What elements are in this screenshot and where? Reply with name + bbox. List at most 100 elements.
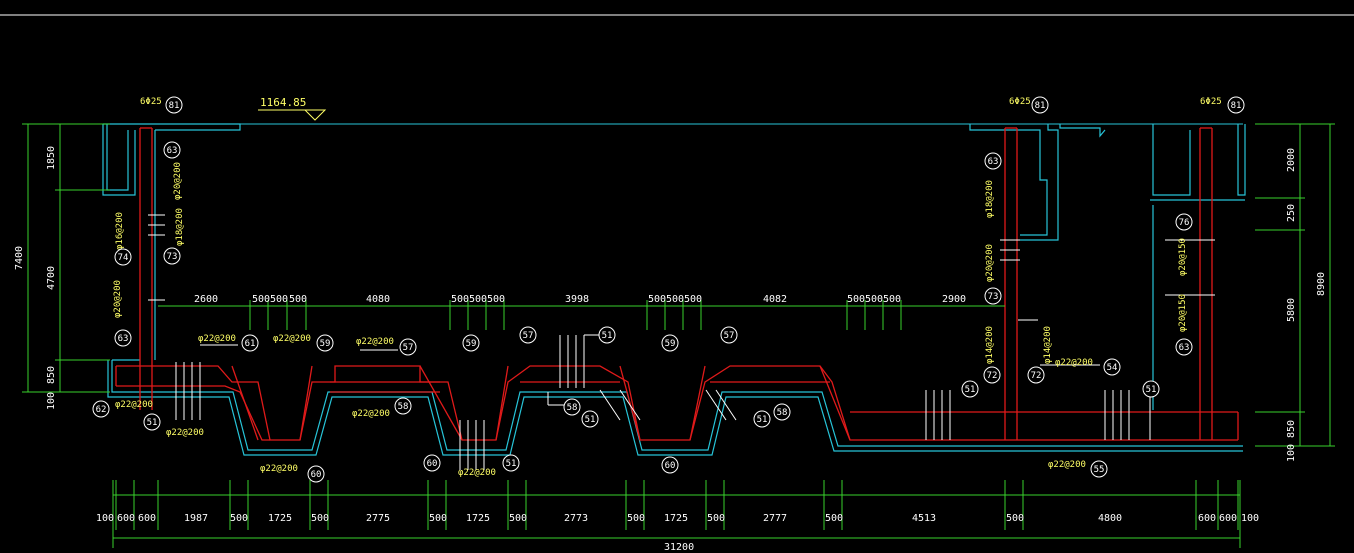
callout-circle: 57 xyxy=(399,338,417,356)
rebar-label: φ20@200 xyxy=(985,244,995,282)
callout-circle: 73 xyxy=(163,247,181,265)
svg-text:51: 51 xyxy=(602,331,613,341)
svg-text:63: 63 xyxy=(1179,343,1190,353)
svg-text:60: 60 xyxy=(665,461,676,471)
svg-text:74: 74 xyxy=(118,253,129,263)
dim-bottom: 100 xyxy=(1241,513,1259,524)
callout-circle: 60 xyxy=(661,456,679,474)
dim-top: 3998 xyxy=(565,294,589,305)
svg-text:81: 81 xyxy=(1035,101,1046,111)
rebar-label: φ22@200 xyxy=(166,428,204,438)
dim-total: 31200 xyxy=(664,542,694,553)
dim-bottom: 1725 xyxy=(268,513,292,524)
dimension-lines xyxy=(22,123,1335,548)
svg-text:73: 73 xyxy=(988,292,999,302)
callout-circle: 72 xyxy=(983,366,1001,384)
dim-bottom: 100 xyxy=(96,513,114,524)
callout-circle: 72 xyxy=(1027,366,1045,384)
concrete-outline xyxy=(102,123,1246,456)
svg-text:51: 51 xyxy=(585,415,596,425)
rebar-label: φ22@200 xyxy=(1048,460,1086,470)
dim-left-upper: 1850 xyxy=(46,146,57,170)
rebar-label: φ20@200 xyxy=(113,280,123,318)
dim-top: 500 xyxy=(270,294,288,305)
dim-top: 500 xyxy=(252,294,270,305)
top-dimension-text: 2600 500 500 500 4080 500 500 500 3998 5… xyxy=(194,294,966,305)
rebar-label: φ20@150 xyxy=(1178,238,1188,276)
dim-bottom: 1725 xyxy=(664,513,688,524)
rebar-label: φ22@200 xyxy=(458,468,496,478)
rebar-label: φ20@150 xyxy=(1178,294,1188,332)
dim-top: 4082 xyxy=(763,294,787,305)
dim-bottom: 4513 xyxy=(912,513,936,524)
rebar-label: φ22@200 xyxy=(198,334,236,344)
callout-circle: 81 xyxy=(1031,96,1049,114)
callout-circle: 58 xyxy=(563,398,581,416)
dim-bottom: 1987 xyxy=(184,513,208,524)
dim-bottom: 600 xyxy=(1219,513,1237,524)
svg-text:63: 63 xyxy=(167,146,178,156)
callout-circle: 58 xyxy=(773,403,791,421)
callout-circle: 74 xyxy=(114,248,132,266)
rebar-label: φ22@200 xyxy=(1055,358,1093,368)
dim-bottom: 500 xyxy=(509,513,527,524)
dim-top: 500 xyxy=(865,294,883,305)
svg-text:51: 51 xyxy=(757,415,768,425)
rebar-label: φ16@200 xyxy=(115,212,125,250)
dim-bottom: 500 xyxy=(825,513,843,524)
dim-top: 500 xyxy=(451,294,469,305)
svg-text:61: 61 xyxy=(245,339,256,349)
dim-right-upper: 2000 xyxy=(1286,148,1297,172)
callout-circle: 51 xyxy=(753,410,771,428)
dim-left-outer: 7400 xyxy=(14,246,25,270)
svg-text:63: 63 xyxy=(988,157,999,167)
rebar-label: φ22@200 xyxy=(115,400,153,410)
callout-circle: 73 xyxy=(984,287,1002,305)
svg-text:54: 54 xyxy=(1107,363,1118,373)
dim-bottom: 500 xyxy=(230,513,248,524)
dim-top: 2900 xyxy=(942,294,966,305)
svg-text:51: 51 xyxy=(965,385,976,395)
svg-text:59: 59 xyxy=(320,339,331,349)
svg-text:60: 60 xyxy=(311,470,322,480)
elevation-marker: 1164.85 xyxy=(258,96,327,121)
callout-circle: 60 xyxy=(423,454,441,472)
dim-right-middle: 5800 xyxy=(1286,298,1297,322)
rebar-label: 6Φ25 xyxy=(1009,97,1031,107)
dim-left-base: 100 xyxy=(46,392,57,410)
dim-left-middle: 4700 xyxy=(46,266,57,290)
callout-circle: 63 xyxy=(1175,338,1193,356)
left-dimension-text: 7400 1850 4700 850 100 xyxy=(14,146,57,410)
callout-circle: 51 xyxy=(1142,380,1160,398)
svg-text:57: 57 xyxy=(403,343,414,353)
rebar-label: φ18@200 xyxy=(175,208,185,246)
callout-circle: 51 xyxy=(961,380,979,398)
bottom-dimension-text: 100 600 600 1987 500 1725 500 2775 500 1… xyxy=(96,513,1259,553)
callout-circle: 63 xyxy=(163,141,181,159)
svg-text:57: 57 xyxy=(523,331,534,341)
dim-bottom: 500 xyxy=(707,513,725,524)
dim-top: 500 xyxy=(289,294,307,305)
rebar-label: φ22@200 xyxy=(352,409,390,419)
dim-bottom: 500 xyxy=(311,513,329,524)
dim-top: 500 xyxy=(883,294,901,305)
dim-top: 4080 xyxy=(366,294,390,305)
dim-top: 500 xyxy=(666,294,684,305)
callout-circle: 57 xyxy=(519,326,537,344)
dim-top: 500 xyxy=(469,294,487,305)
rebar-label: φ22@200 xyxy=(273,334,311,344)
svg-text:60: 60 xyxy=(427,459,438,469)
callout-circle: 59 xyxy=(316,334,334,352)
callout-circle: 81 xyxy=(1227,96,1245,114)
dim-bottom: 4800 xyxy=(1098,513,1122,524)
svg-text:72: 72 xyxy=(987,371,998,381)
dim-bottom: 2777 xyxy=(763,513,787,524)
svg-text:73: 73 xyxy=(167,252,178,262)
svg-text:51: 51 xyxy=(1146,385,1157,395)
callout-circle: 54 xyxy=(1103,358,1121,376)
callout-circle: 51 xyxy=(581,410,599,428)
svg-text:59: 59 xyxy=(466,339,477,349)
rebar-label: φ22@200 xyxy=(356,337,394,347)
callout-circle: 81 xyxy=(165,96,183,114)
